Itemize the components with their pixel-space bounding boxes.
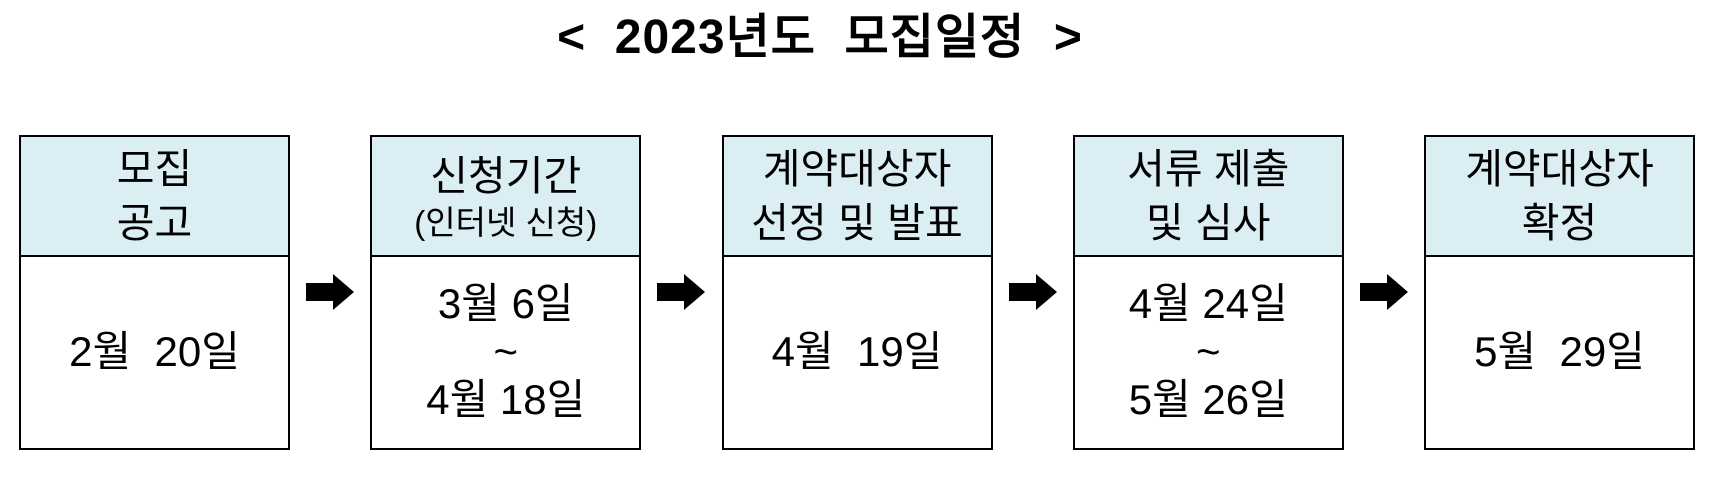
step-date: 4월 24일 ~ 5월 26일 <box>1128 279 1288 424</box>
step-recruitment-announcement: 모집 공고 2월 20일 <box>19 134 290 450</box>
step-header-label: 계약대상자 선정 및 발표 <box>751 145 963 246</box>
step-header: 계약대상자 확정 <box>1426 136 1693 257</box>
step-header: 서류 제출 및 심사 <box>1074 136 1342 257</box>
step-document-submission-review: 서류 제출 및 심사 4월 24일 ~ 5월 26일 <box>1072 134 1344 450</box>
flow-arrow-cell <box>641 135 721 450</box>
arrow-right-icon <box>306 274 355 311</box>
arrow-right-icon <box>1359 274 1408 311</box>
step-application-period: 신청기간 (인터넷 신청) 3월 6일 ~ 4월 18일 <box>370 134 642 450</box>
step-header-label: 신청기간 <box>430 152 582 199</box>
step-header-label: 서류 제출 및 심사 <box>1127 145 1290 246</box>
step-header: 신청기간 (인터넷 신청) <box>372 136 640 257</box>
flow-arrow-cell <box>993 135 1073 450</box>
step-header-label: 모집 공고 <box>116 145 193 246</box>
step-date: 3월 6일 ~ 4월 18일 <box>426 279 586 424</box>
step-header-label: 계약대상자 확정 <box>1465 145 1654 246</box>
step-date: 4월 19일 <box>771 328 943 376</box>
arrow-right-icon <box>657 274 706 311</box>
step-date: 5월 29일 <box>1474 328 1645 376</box>
step-header-sublabel: (인터넷 신청) <box>414 204 598 242</box>
schedule-flow: 모집 공고 2월 20일 신청기간 (인터넷 신청) 3월 6일 ~ 4월 18… <box>19 134 1695 450</box>
arrow-right-icon <box>1008 274 1057 311</box>
step-contractor-confirmation: 계약대상자 확정 5월 29일 <box>1424 134 1695 450</box>
flow-arrow-cell <box>1344 135 1424 450</box>
page-title: < 2023년도 모집일정 > <box>557 11 1083 64</box>
step-date: 2월 20일 <box>69 328 240 376</box>
step-contractor-selection-announcement: 계약대상자 선정 및 발표 4월 19일 <box>721 134 993 450</box>
flow-arrow-cell <box>290 135 370 450</box>
step-header: 모집 공고 <box>21 136 288 257</box>
step-header: 계약대상자 선정 및 발표 <box>723 136 991 257</box>
